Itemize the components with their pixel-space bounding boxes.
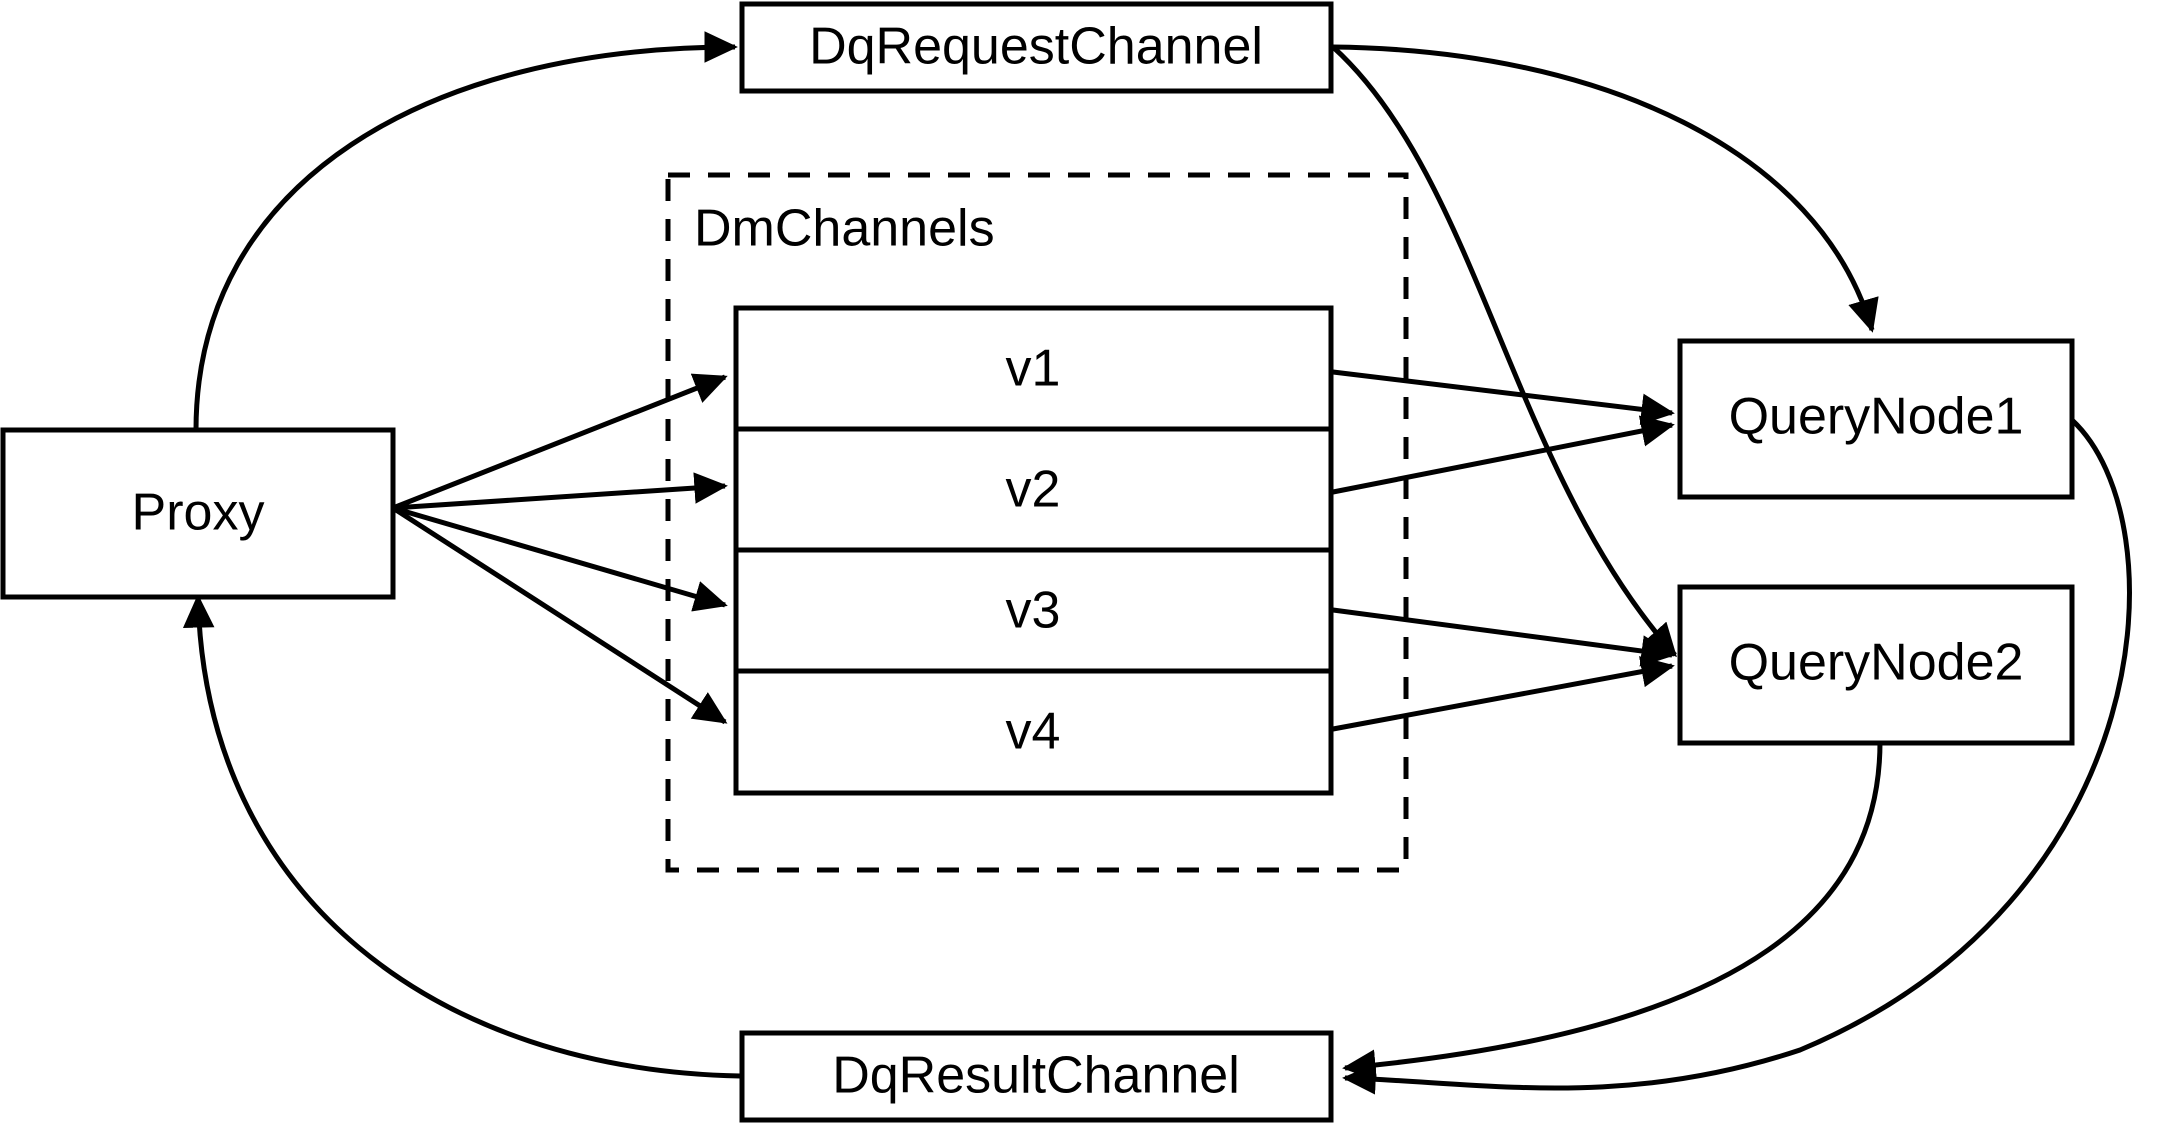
dmchannel-row-v4[interactable]: v4 <box>1006 703 1061 761</box>
edge-v2-to-querynode1 <box>1332 415 1675 495</box>
dmchannels-group-label: DmChannels <box>694 200 995 258</box>
edge-v3-to-querynode2 <box>1332 607 1675 667</box>
node-querynode1-box[interactable] <box>1677 338 2075 500</box>
edge-v1-to-querynode1 <box>1332 369 1675 425</box>
node-proxy-box[interactable] <box>0 427 396 600</box>
edge-dqresultchannel-to-proxy <box>182 594 741 1079</box>
edge-v4-to-querynode2 <box>1332 656 1675 732</box>
edge-querynode2-to-dqresultchannel <box>1342 741 1883 1081</box>
edge-proxy-to-v3 <box>392 505 728 612</box>
edge-proxy-to-dqrequestchannel <box>193 31 738 431</box>
edge-querynode1-to-dqresultchannel <box>1342 418 2132 1095</box>
dmchannel-row-v3[interactable]: v3 <box>1006 582 1061 640</box>
node-proxy-label: Proxy <box>132 484 265 542</box>
node-dqrequestchannel-label: DqRequestChannel <box>809 18 1263 76</box>
node-querynode2-label: QueryNode2 <box>1729 634 2024 692</box>
edge-dqrequestchannel-to-querynode2 <box>1331 45 1677 658</box>
dmchannel-row-v2[interactable]: v2 <box>1006 461 1061 519</box>
edge-proxy-to-v4 <box>391 505 728 725</box>
node-querynode2-box[interactable] <box>1677 584 2075 746</box>
node-dqrequestchannel-box[interactable] <box>739 1 1334 94</box>
node-querynode1-label: QueryNode1 <box>1729 388 2024 446</box>
edge-proxy-to-v2 <box>392 472 728 511</box>
dmchannel-row-v1[interactable]: v1 <box>1006 340 1061 398</box>
node-dqresultchannel-label: DqResultChannel <box>832 1047 1240 1105</box>
node-dqresultchannel-box[interactable] <box>739 1030 1334 1123</box>
dmchannels-group-box <box>665 172 1409 873</box>
edge-dqrequestchannel-to-querynode1 <box>1332 44 1879 333</box>
